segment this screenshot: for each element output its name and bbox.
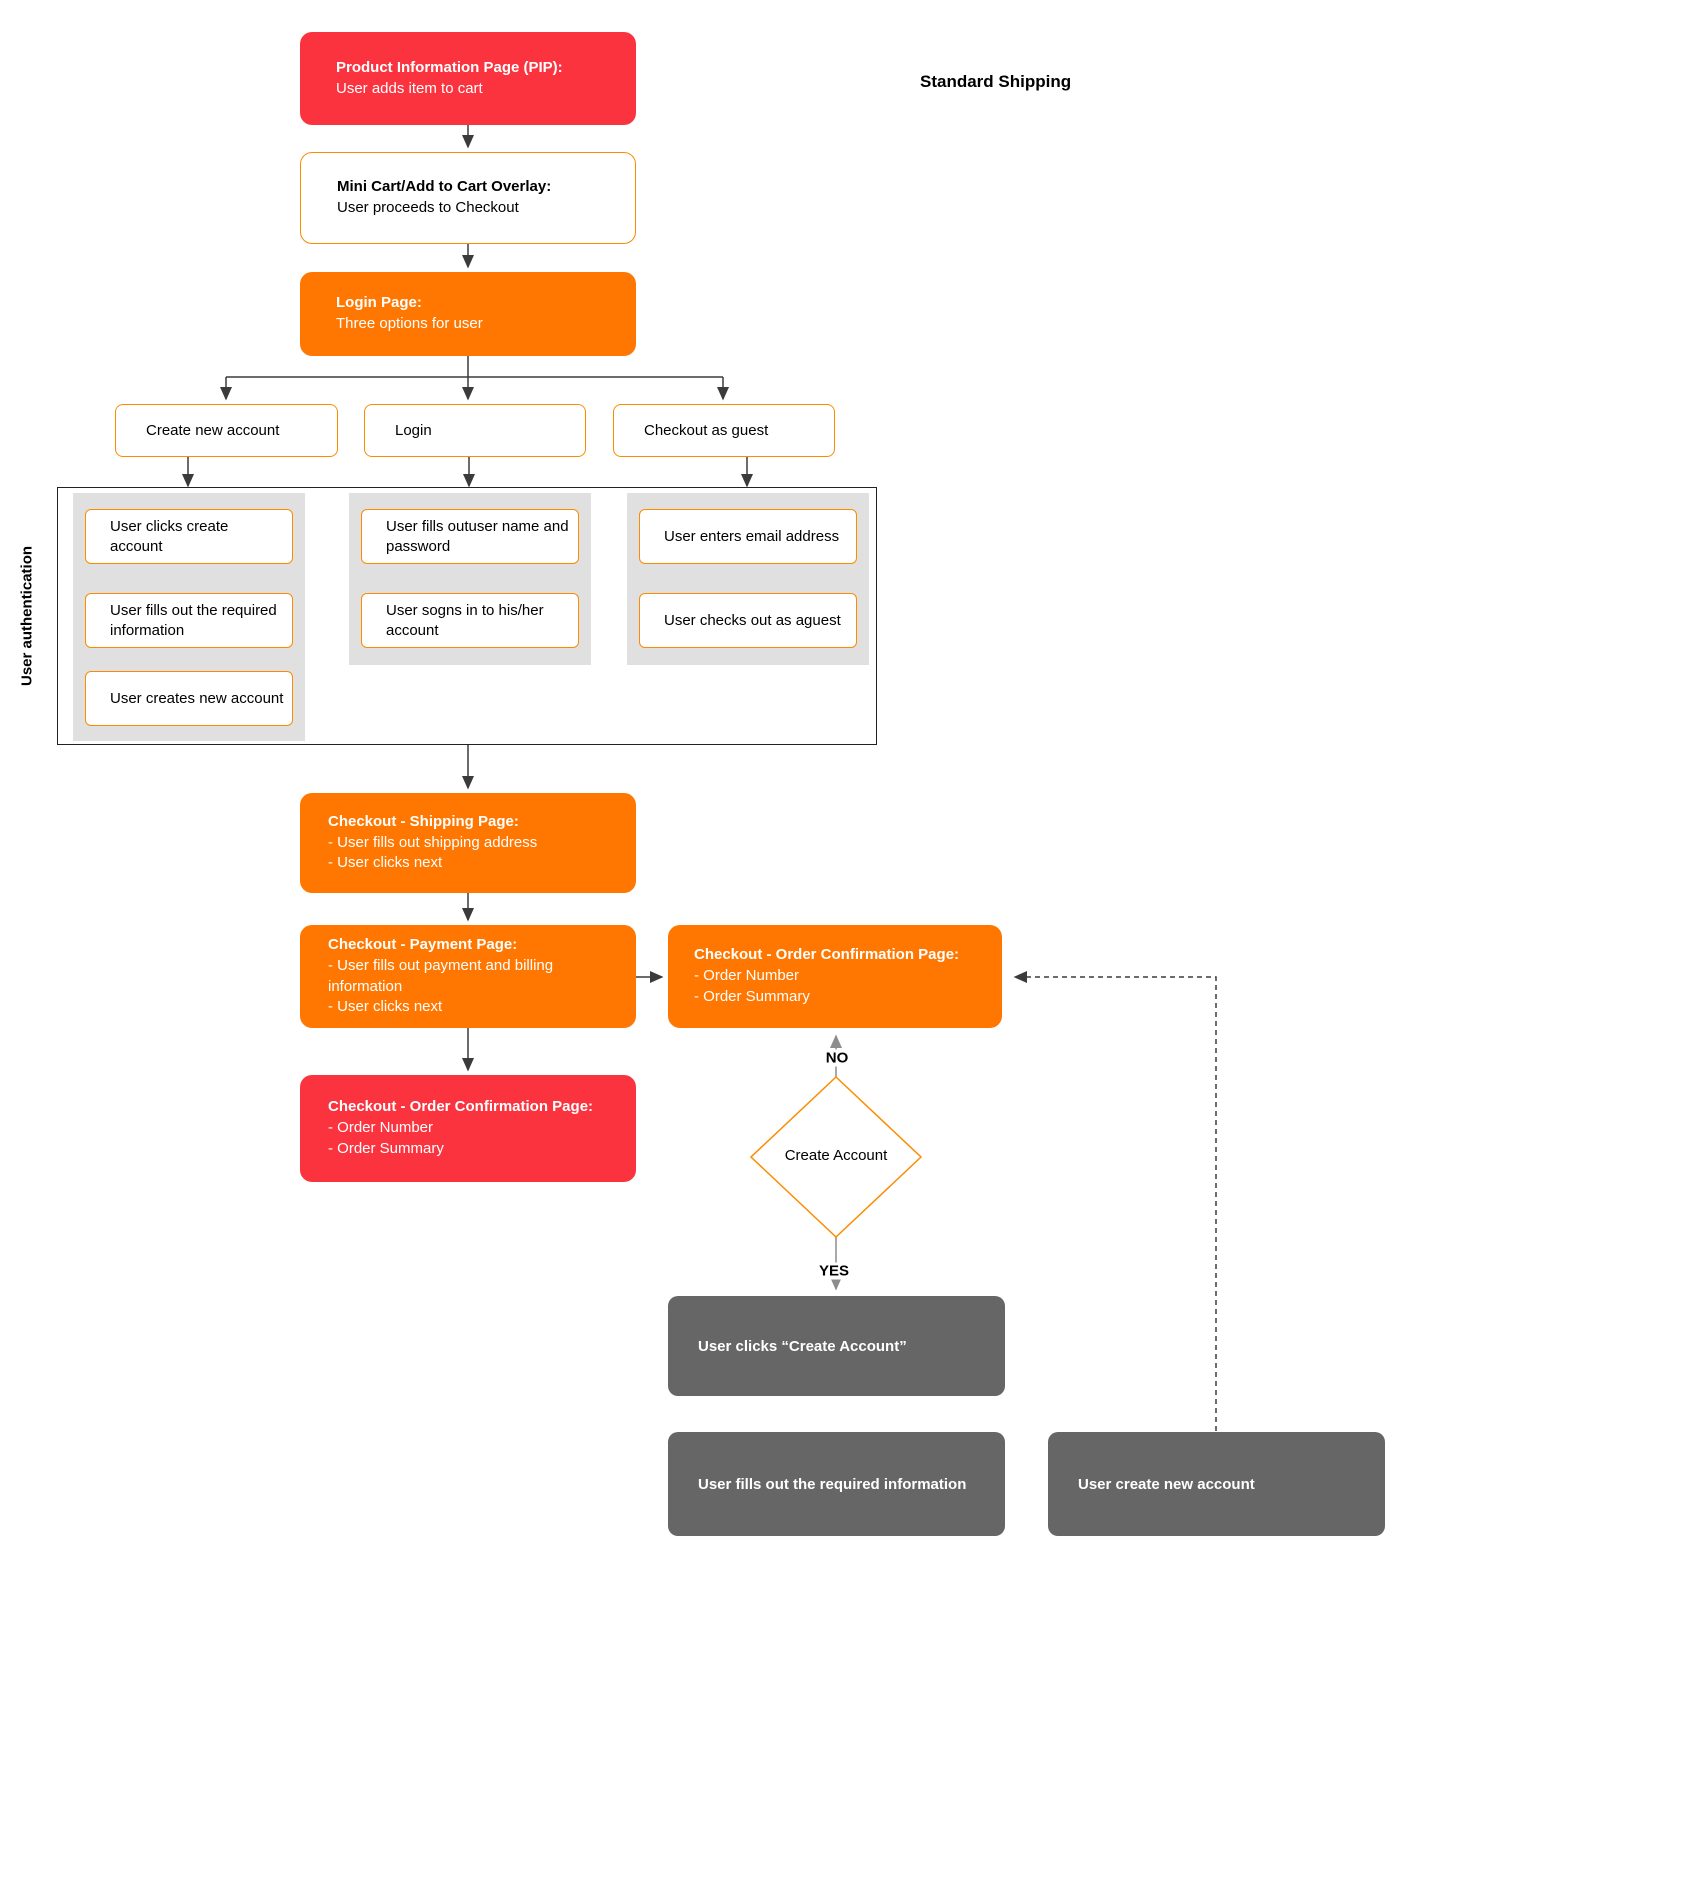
node-login-page: Login Page: Three options for user (300, 272, 636, 356)
auth-section: User clicks create account User fills ou… (57, 487, 877, 745)
auth-panel-create: User clicks create account User fills ou… (73, 493, 305, 741)
auth-panel-login: User fills outuser name and password Use… (349, 493, 591, 665)
node-body: Three options for user (336, 315, 483, 332)
node-body: - Order Summary (694, 987, 810, 1005)
node-order-confirmation-right: Checkout - Order Confirmation Page: - Or… (668, 925, 1002, 1028)
auth-step: User fills out the required information (85, 593, 293, 648)
option-create-new-account: Create new account (115, 404, 338, 457)
node-product-information-page: Product Information Page (PIP): User add… (300, 32, 636, 125)
node-checkout-payment: Checkout - Payment Page: - User fills ou… (300, 925, 636, 1028)
node-body: - Order Number (328, 1119, 434, 1137)
node-order-confirmation-main: Checkout - Order Confirmation Page: - Or… (300, 1075, 636, 1182)
auth-panel-guest: User enters email address User checks ou… (627, 493, 869, 665)
auth-step: User clicks create account (85, 509, 293, 564)
node-checkout-shipping: Checkout - Shipping Page: - User fills o… (300, 793, 636, 893)
edge-label-yes: YES (815, 1262, 853, 1280)
node-user-create-new-account: User create new account (1048, 1432, 1385, 1536)
node-body: - Order Summary (328, 1139, 444, 1157)
auth-step: User fills outuser name and password (361, 509, 579, 564)
node-body: User adds item to cart (336, 79, 483, 97)
page-title: Standard Shipping (920, 72, 1072, 91)
node-body: - User clicks next (328, 998, 443, 1016)
node-mini-cart-overlay: Mini Cart/Add to Cart Overlay: User proc… (300, 152, 636, 244)
node-title: Mini Cart/Add to Cart Overlay: (337, 178, 552, 196)
node-body: - Order Number (694, 967, 800, 985)
node-body: - User fills out shipping address (328, 833, 538, 851)
option-login: Login (364, 404, 586, 457)
node-title: Checkout - Order Confirmation Page: (694, 946, 960, 964)
node-body: - User fills out payment and billing inf… (328, 956, 554, 995)
decision-create-account-label: Create Account (784, 1147, 888, 1164)
edge-label-no: NO (822, 1049, 852, 1067)
node-title: Checkout - Payment Page: (328, 936, 518, 954)
node-title: Login Page: (336, 294, 422, 312)
node-title: Checkout - Order Confirmation Page: (328, 1098, 594, 1116)
auth-step: User enters email address (639, 509, 857, 564)
node-body: - User clicks next (328, 854, 443, 872)
auth-step: User sogns in to his/her account (361, 593, 579, 648)
node-title: Product Information Page (PIP): (336, 58, 563, 76)
node-title: Checkout - Shipping Page: (328, 812, 519, 830)
auth-step: User checks out as aguest (639, 593, 857, 648)
auth-step: User creates new account (85, 671, 293, 726)
node-user-fills-required-info: User fills out the required information (668, 1432, 1005, 1536)
option-checkout-as-guest: Checkout as guest (613, 404, 835, 457)
node-user-clicks-create-account: User clicks “Create Account” (668, 1296, 1005, 1396)
user-authentication-label: User authentication (18, 545, 36, 687)
node-body: User proceeds to Checkout (337, 199, 519, 216)
